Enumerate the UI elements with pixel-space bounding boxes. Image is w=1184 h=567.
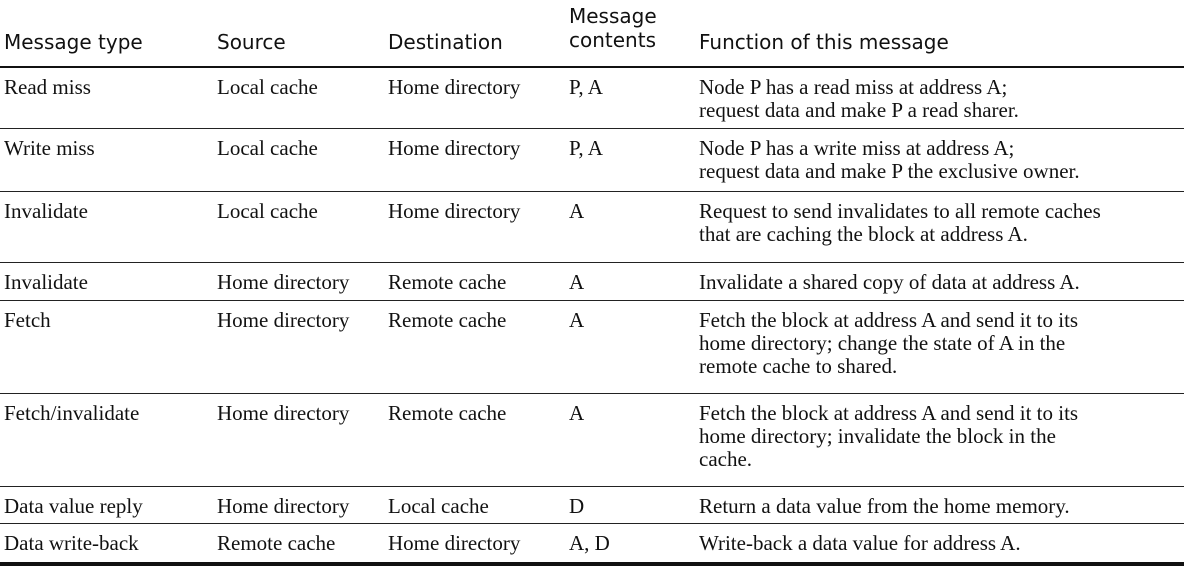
header-message-type: Message type bbox=[4, 30, 143, 54]
row-divider bbox=[0, 486, 1184, 487]
header-rule bbox=[0, 66, 1184, 68]
cell-source: Home directory bbox=[217, 308, 350, 332]
row-divider bbox=[0, 300, 1184, 301]
cell-source: Home directory bbox=[217, 401, 350, 425]
table-row: Write miss Local cache Home directory P,… bbox=[0, 129, 1184, 192]
header-message-contents: Message contents bbox=[569, 4, 657, 52]
cell-destination: Remote cache bbox=[388, 308, 507, 332]
row-divider bbox=[0, 523, 1184, 524]
cell-contents: D bbox=[569, 494, 585, 518]
cell-source: Home directory bbox=[217, 494, 350, 518]
cell-source: Local cache bbox=[217, 75, 318, 99]
cell-destination: Local cache bbox=[388, 494, 489, 518]
table-row: Fetch/invalidate Home directory Remote c… bbox=[0, 394, 1184, 487]
cell-message-type: Data value reply bbox=[4, 494, 143, 518]
cell-destination: Remote cache bbox=[388, 401, 507, 425]
cell-function: Fetch the block at address A and send it… bbox=[699, 401, 1079, 471]
cell-function: Invalidate a shared copy of data at addr… bbox=[699, 270, 1080, 294]
cell-contents: A bbox=[569, 308, 585, 332]
cell-message-type: Read miss bbox=[4, 75, 91, 99]
row-divider bbox=[0, 262, 1184, 263]
cell-source: Local cache bbox=[217, 199, 318, 223]
cell-contents: A bbox=[569, 199, 585, 223]
row-divider bbox=[0, 128, 1184, 129]
cell-contents: A, D bbox=[569, 531, 610, 555]
table-header: Message type Source Destination Message … bbox=[0, 0, 1184, 68]
cell-destination: Home directory bbox=[388, 75, 521, 99]
header-function: Function of this message bbox=[699, 30, 949, 54]
cell-function: Return a data value from the home memory… bbox=[699, 494, 1070, 518]
table-row: Data write-back Remote cache Home direct… bbox=[0, 524, 1184, 562]
cell-function: Write-back a data value for address A. bbox=[699, 531, 1021, 555]
cell-destination: Home directory bbox=[388, 531, 521, 555]
table-row: Fetch Home directory Remote cache A Fetc… bbox=[0, 301, 1184, 394]
cell-source: Home directory bbox=[217, 270, 350, 294]
table-row: Read miss Local cache Home directory P, … bbox=[0, 68, 1184, 129]
cell-destination: Home directory bbox=[388, 199, 521, 223]
cell-contents: A bbox=[569, 401, 585, 425]
bottom-rule bbox=[0, 562, 1184, 566]
cell-function: Node P has a read miss at address A; req… bbox=[699, 75, 1019, 122]
cell-function: Request to send invalidates to all remot… bbox=[699, 199, 1101, 246]
cell-source: Remote cache bbox=[217, 531, 336, 555]
header-source: Source bbox=[217, 30, 286, 54]
cell-source: Local cache bbox=[217, 136, 318, 160]
cell-message-type: Data write-back bbox=[4, 531, 139, 555]
table-row: Invalidate Local cache Home directory A … bbox=[0, 192, 1184, 263]
cell-function: Node P has a write miss at address A; re… bbox=[699, 136, 1080, 183]
cell-contents: A bbox=[569, 270, 585, 294]
cell-contents: P, A bbox=[569, 136, 603, 160]
cell-message-type: Fetch/invalidate bbox=[4, 401, 140, 425]
cell-message-type: Write miss bbox=[4, 136, 95, 160]
cell-destination: Remote cache bbox=[388, 270, 507, 294]
cell-message-type: Invalidate bbox=[4, 270, 88, 294]
table-row: Data value reply Home directory Local ca… bbox=[0, 487, 1184, 524]
cell-destination: Home directory bbox=[388, 136, 521, 160]
row-divider bbox=[0, 393, 1184, 394]
cell-message-type: Fetch bbox=[4, 308, 51, 332]
cell-function: Fetch the block at address A and send it… bbox=[699, 308, 1079, 378]
cell-message-type: Invalidate bbox=[4, 199, 88, 223]
table-row: Invalidate Home directory Remote cache A… bbox=[0, 263, 1184, 301]
header-destination: Destination bbox=[388, 30, 503, 54]
row-divider bbox=[0, 191, 1184, 192]
cell-contents: P, A bbox=[569, 75, 603, 99]
